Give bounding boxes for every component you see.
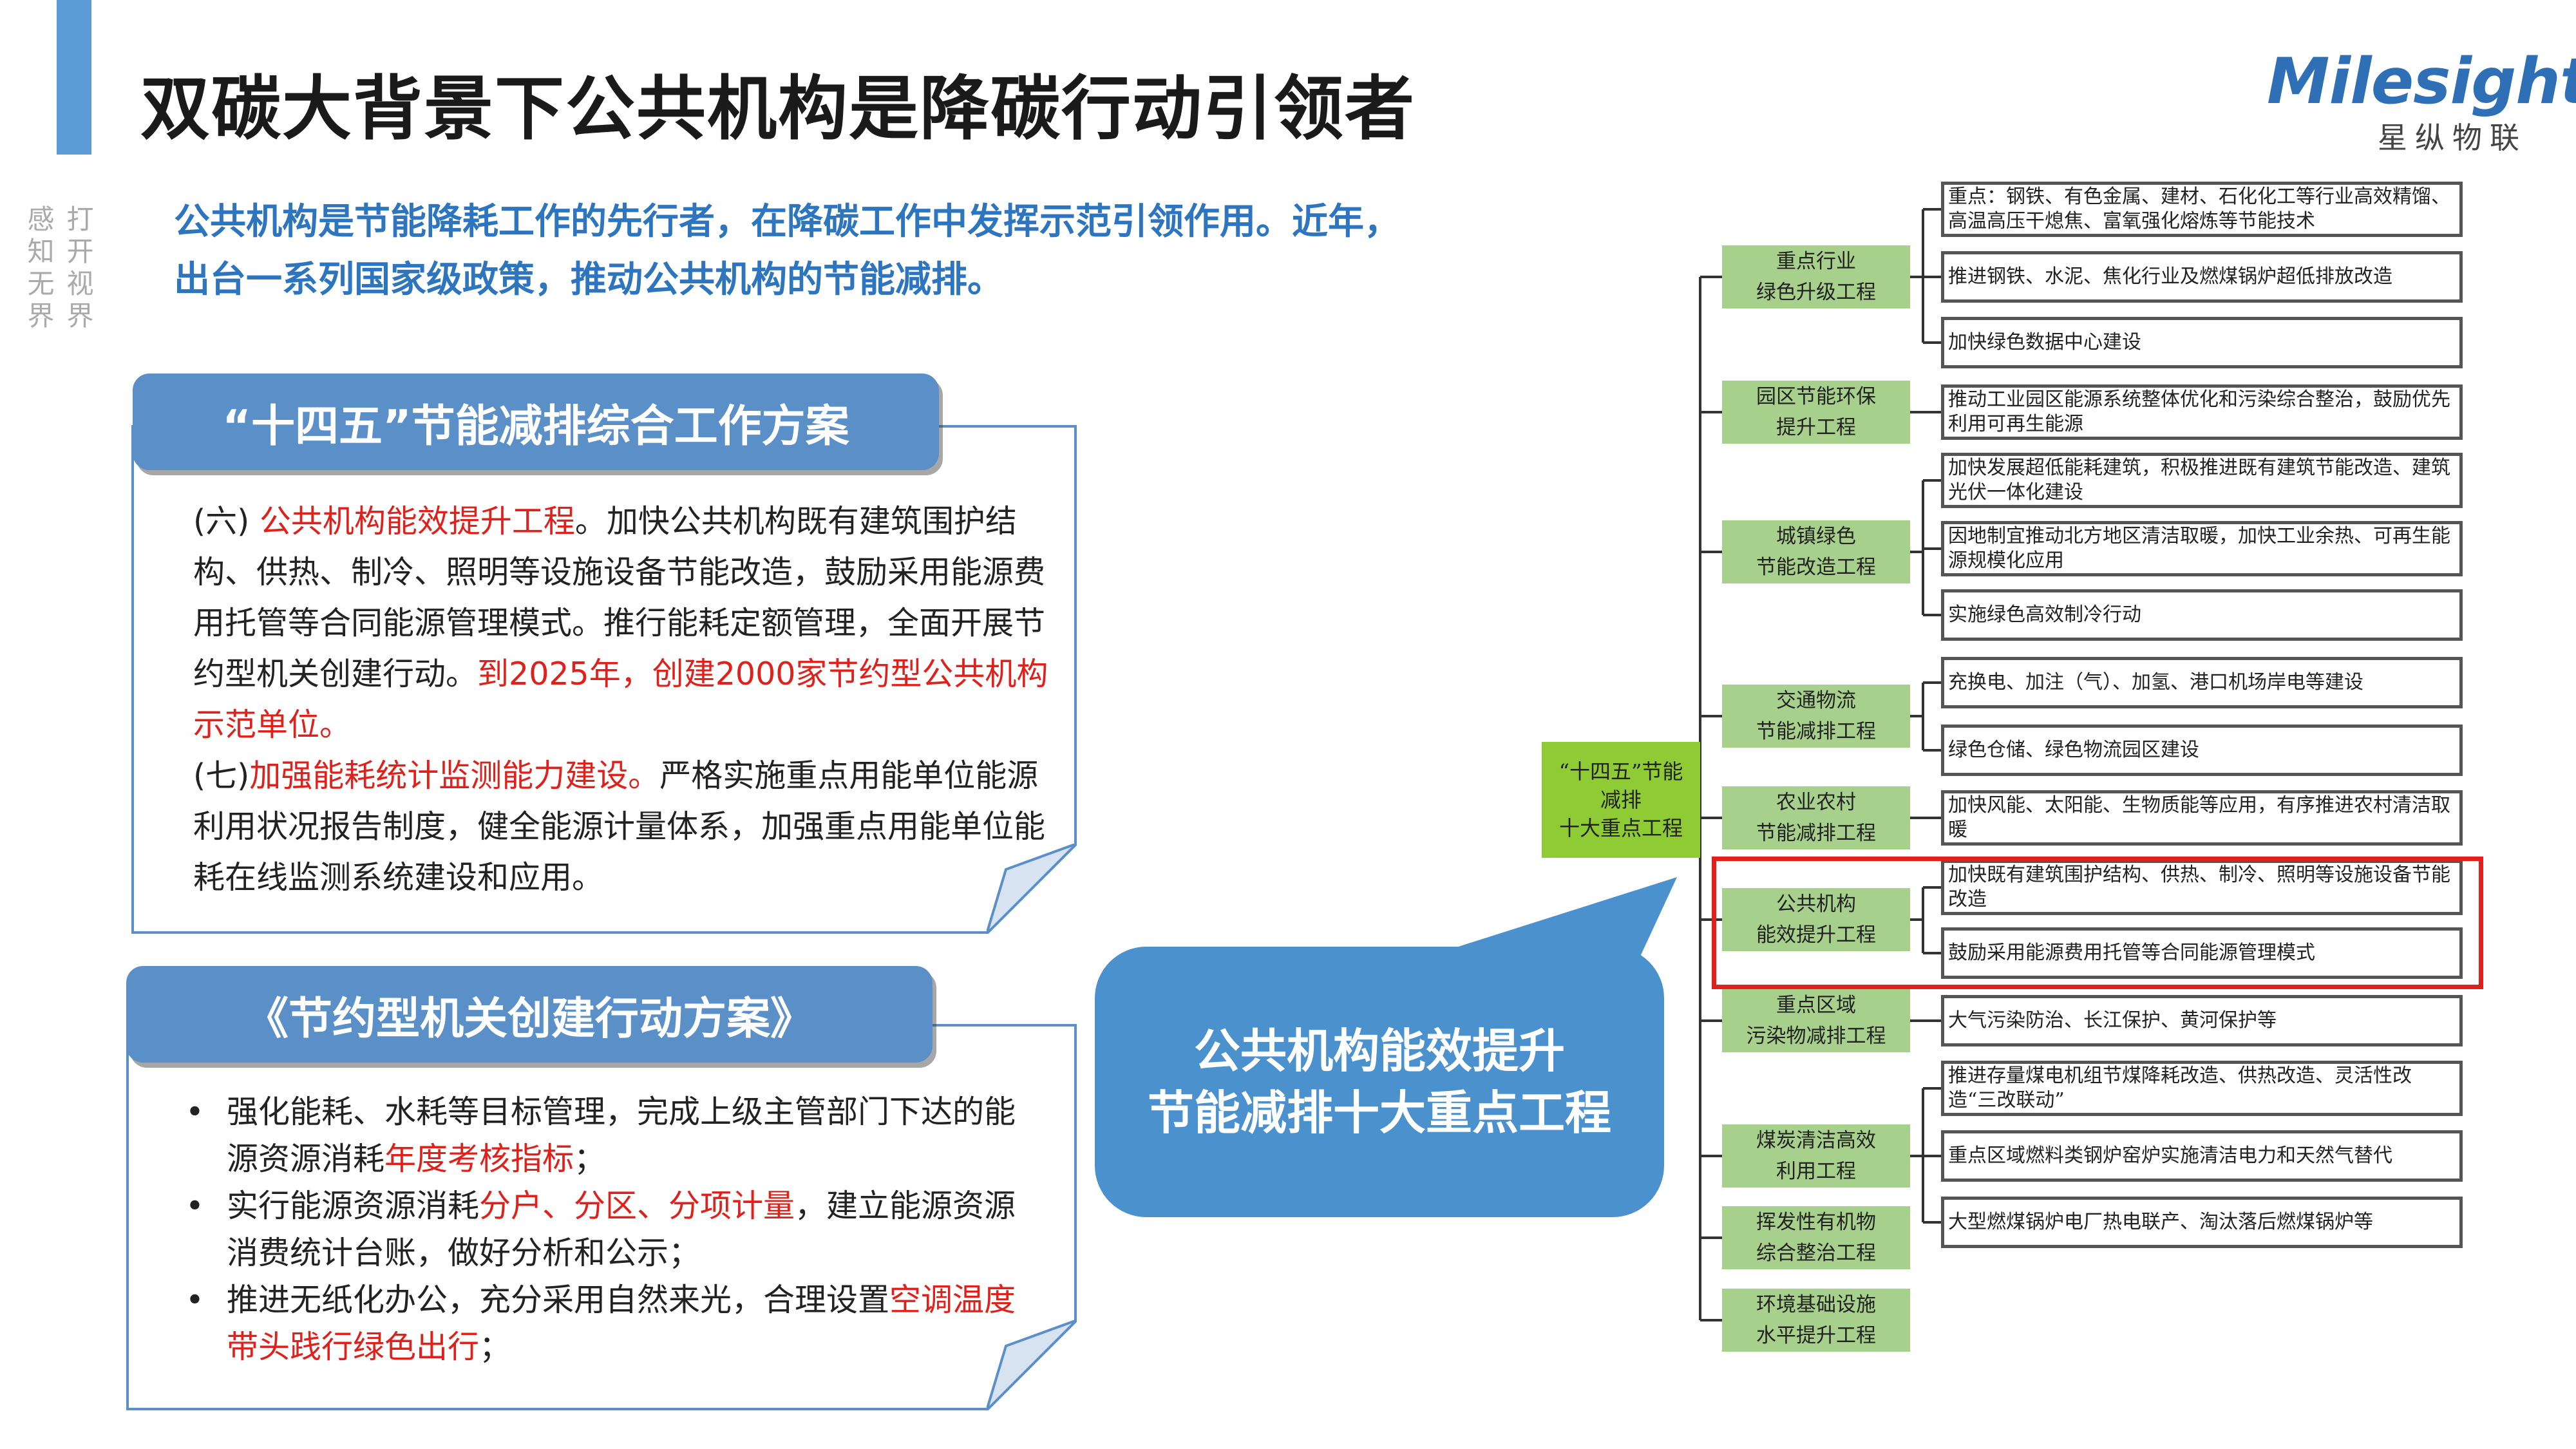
page-fold-icon bbox=[987, 844, 1077, 934]
logo-wordmark: Milesight bbox=[2267, 45, 2576, 118]
company-logo: Milesight 星纵物联 bbox=[2267, 45, 2576, 161]
list-item: •推进无纸化办公，充分采用自然来光，合理设置空调温度带头践行绿色出行； bbox=[180, 1276, 1018, 1370]
tree-category-node: 交通物流节能减排工程 bbox=[1722, 685, 1910, 748]
highlight-frame bbox=[1712, 857, 2483, 989]
tree-category-node: 城镇绿色节能改造工程 bbox=[1722, 520, 1910, 583]
action-plan-box bbox=[126, 1024, 1077, 1410]
slogan-line: 打开视界 bbox=[62, 205, 94, 334]
tree-leaf-node: 加快发展超低能耗建筑，积极推进既有建筑节能改造、建筑光伏一体化建设 bbox=[1941, 453, 2463, 508]
tree-leaf-node: 加快绿色数据中心建设 bbox=[1941, 317, 2463, 368]
tree-leaf-node: 推进存量煤电机组节煤降耗改造、供热改造、灵活性改造“三改联动” bbox=[1941, 1061, 2463, 1116]
callout-bubble: 公共机构能效提升 节能减排十大重点工程 bbox=[1095, 947, 1664, 1217]
policy-document-label: “十四五”节能减排综合工作方案 bbox=[133, 374, 939, 470]
page-title: 双碳大背景下公共机构是降碳行动引领者 bbox=[140, 69, 1416, 149]
tree-leaf-node: 充换电、加注（气）、加氢、港口机场岸电等建设 bbox=[1941, 657, 2463, 708]
policy-paragraph: (七)加强能耗统计监测能力建设。严格实施重点用能单位能源利用状况报告制度，健全能… bbox=[193, 757, 1046, 896]
logo-subtitle: 星纵物联 bbox=[2378, 120, 2527, 155]
tree-category-node: 煤炭清洁高效利用工程 bbox=[1722, 1124, 1910, 1188]
intro-paragraph: 公共机构是节能降耗工作的先行者，在降碳工作中发挥示范引领作用。近年， 出台一系列… bbox=[174, 193, 1475, 309]
tree-leaf-node: 重点：钢铁、有色金属、建材、石化化工等行业高效精馏、高温高压干熄焦、富氧强化熔炼… bbox=[1941, 182, 2463, 237]
bullet-icon: • bbox=[185, 1094, 204, 1130]
action-plan-label: 《节约型机关创建行动方案》 bbox=[126, 966, 933, 1063]
page-fold-icon bbox=[987, 1320, 1077, 1410]
tree-category-node: 公共机构能效提升工程 bbox=[1722, 888, 1910, 951]
tree-leaf-node: 加快既有建筑围护结构、供热、制冷、照明等设施设备节能改造 bbox=[1941, 860, 2463, 915]
tree-category-node: 重点区域污染物减排工程 bbox=[1722, 989, 1910, 1052]
action-plan-list: •强化能耗、水耗等目标管理，完成上级主管部门下达的能源资源消耗年度考核指标； •… bbox=[180, 1088, 1018, 1370]
bullet-icon: • bbox=[185, 1282, 204, 1318]
tree-category-node: 园区节能环保提升工程 bbox=[1722, 381, 1910, 444]
policy-paragraph: (六) 公共机构能效提升工程。加快公共机构既有建筑围护结构、供热、制冷、照明等设… bbox=[193, 503, 1048, 743]
tree-leaf-node: 大气污染防治、长江保护、黄河保护等 bbox=[1941, 995, 2463, 1046]
tree-category-node: 挥发性有机物综合整治工程 bbox=[1722, 1206, 1910, 1269]
side-slogan: 打开视界 感知无界 bbox=[23, 205, 98, 379]
tree-leaf-node: 加快风能、太阳能、生物质能等应用，有序推进农村清洁取暖 bbox=[1941, 790, 2463, 846]
bubble-tail bbox=[1397, 877, 1677, 966]
highlight-text: 公共机构能效提升工程 bbox=[259, 503, 575, 540]
callout-line: 公共机构能效提升 bbox=[1193, 1024, 1565, 1078]
bullet-icon: • bbox=[185, 1188, 204, 1224]
policy-document-box bbox=[131, 425, 1077, 934]
slogan-line: 感知无界 bbox=[23, 205, 55, 334]
tree-category-node: 重点行业绿色升级工程 bbox=[1722, 245, 1910, 308]
tree-leaf-node: 推进钢铁、水泥、焦化行业及燃煤锅炉超低排放改造 bbox=[1941, 251, 2463, 303]
tree-leaf-node: 推动工业园区能源系统整体优化和污染综合整治，鼓励优先利用可再生能源 bbox=[1941, 384, 2463, 440]
tree-category-node: 农业农村节能减排工程 bbox=[1722, 786, 1910, 849]
intro-line: 出台一系列国家级政策，推动公共机构的节能减排。 bbox=[174, 259, 1003, 301]
tree-leaf-node: 因地制宜推动北方地区清洁取暖，加快工业余热、可再生能源规模化应用 bbox=[1941, 521, 2463, 576]
list-item: •实行能源资源消耗分户、分区、分项计量，建立能源资源消费统计台账，做好分析和公示… bbox=[180, 1182, 1018, 1276]
policy-document-text: (六) 公共机构能效提升工程。加快公共机构既有建筑围护结构、供热、制冷、照明等设… bbox=[193, 496, 1050, 903]
tree-root-node: “十四五”节能 减排 十大重点工程 bbox=[1542, 742, 1700, 858]
accent-bar bbox=[57, 0, 91, 155]
list-item: •强化能耗、水耗等目标管理，完成上级主管部门下达的能源资源消耗年度考核指标； bbox=[180, 1088, 1018, 1182]
tree-leaf-node: 绿色仓储、绿色物流园区建设 bbox=[1941, 724, 2463, 776]
callout-line: 节能减排十大重点工程 bbox=[1147, 1086, 1611, 1140]
tree-leaf-node: 重点区域燃料类钢炉窑炉实施清洁电力和天然气替代 bbox=[1941, 1130, 2463, 1182]
tree-category-node: 环境基础设施水平提升工程 bbox=[1722, 1289, 1910, 1352]
tree-leaf-node: 实施绿色高效制冷行动 bbox=[1941, 589, 2463, 641]
highlight-text: 到2025年，创建2000家节约型公共机构示范单位。 bbox=[193, 656, 1048, 743]
tree-leaf-node: 大型燃煤锅炉电厂热电联产、淘汰落后燃煤锅炉等 bbox=[1941, 1197, 2463, 1248]
intro-line: 公共机构是节能降耗工作的先行者，在降碳工作中发挥示范引领作用。近年， bbox=[174, 201, 1400, 243]
tree-leaf-node: 鼓励采用能源费用托管等合同能源管理模式 bbox=[1941, 927, 2463, 979]
highlight-text: 加强能耗统计监测能力建设。 bbox=[249, 757, 660, 794]
